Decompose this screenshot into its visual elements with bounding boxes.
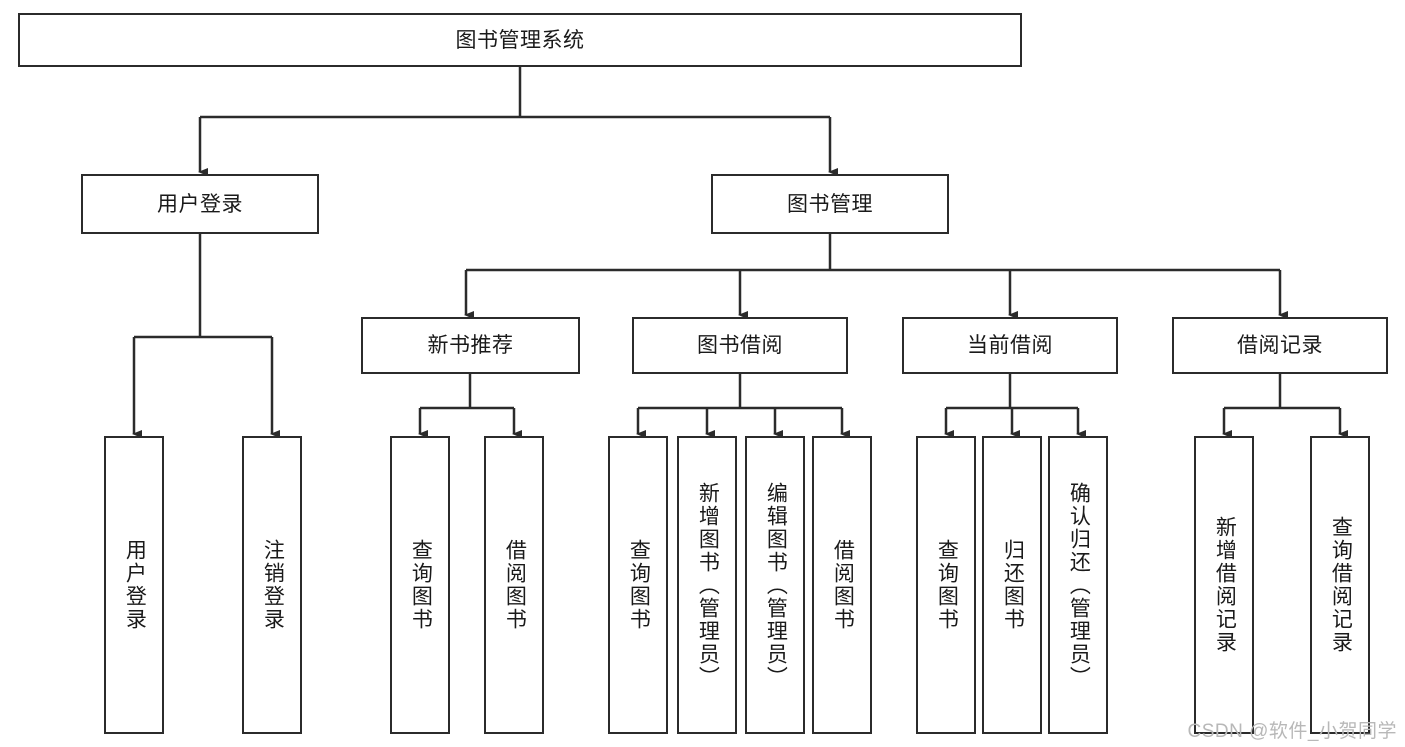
node-book-management[interactable]: 图书管理 bbox=[711, 174, 949, 234]
node-leaf-borrow-book[interactable]: 借阅图书 bbox=[812, 436, 872, 734]
node-leaf-query-borrow-record[interactable]: 查询借阅记录 bbox=[1310, 436, 1370, 734]
node-leaf-query-book-current[interactable]: 查询图书 bbox=[916, 436, 976, 734]
node-leaf-confirm-return[interactable]: 确认归还（管理员） bbox=[1048, 436, 1108, 734]
node-leaf-query-book-borrow-label: 查询图书 bbox=[627, 539, 651, 631]
node-leaf-borrow-book-rec[interactable]: 借阅图书 bbox=[484, 436, 544, 734]
node-root-label: 图书管理系统 bbox=[455, 28, 585, 52]
node-leaf-confirm-return-label: 确认归还（管理员） bbox=[1067, 481, 1091, 689]
node-book-borrow[interactable]: 图书借阅 bbox=[632, 317, 848, 374]
node-leaf-return-book-label: 归还图书 bbox=[1001, 539, 1025, 631]
node-leaf-user-login[interactable]: 用户登录 bbox=[104, 436, 164, 734]
node-leaf-query-book-rec-label: 查询图书 bbox=[409, 539, 433, 631]
node-book-management-label: 图书管理 bbox=[787, 192, 873, 216]
node-leaf-edit-book-admin[interactable]: 编辑图书（管理员） bbox=[745, 436, 805, 734]
node-leaf-query-book-borrow[interactable]: 查询图书 bbox=[608, 436, 668, 734]
node-leaf-add-book-admin-label: 新增图书（管理员） bbox=[696, 481, 720, 689]
node-leaf-edit-book-admin-label: 编辑图书（管理员） bbox=[764, 481, 788, 689]
node-borrow-record-label: 借阅记录 bbox=[1237, 334, 1323, 357]
node-leaf-query-book-current-label: 查询图书 bbox=[935, 539, 959, 631]
node-current-borrow[interactable]: 当前借阅 bbox=[902, 317, 1118, 374]
node-new-book-recommendation[interactable]: 新书推荐 bbox=[361, 317, 580, 374]
node-leaf-logout-login[interactable]: 注销登录 bbox=[242, 436, 302, 734]
node-leaf-query-borrow-record-label: 查询借阅记录 bbox=[1329, 516, 1353, 654]
node-user-login[interactable]: 用户登录 bbox=[81, 174, 319, 234]
node-root[interactable]: 图书管理系统 bbox=[18, 13, 1022, 67]
node-new-book-recommendation-label: 新书推荐 bbox=[427, 334, 514, 357]
node-borrow-record[interactable]: 借阅记录 bbox=[1172, 317, 1388, 374]
node-book-borrow-label: 图书借阅 bbox=[697, 334, 783, 357]
node-leaf-logout-login-label: 注销登录 bbox=[261, 539, 285, 631]
node-leaf-borrow-book-rec-label: 借阅图书 bbox=[503, 539, 527, 631]
node-leaf-add-borrow-record-label: 新增借阅记录 bbox=[1213, 516, 1237, 654]
node-leaf-add-borrow-record[interactable]: 新增借阅记录 bbox=[1194, 436, 1254, 734]
node-leaf-query-book-rec[interactable]: 查询图书 bbox=[390, 436, 450, 734]
node-leaf-user-login-label: 用户登录 bbox=[123, 539, 147, 631]
node-user-login-label: 用户登录 bbox=[157, 192, 243, 216]
node-current-borrow-label: 当前借阅 bbox=[967, 334, 1053, 357]
node-leaf-borrow-book-label: 借阅图书 bbox=[831, 539, 855, 631]
node-leaf-return-book[interactable]: 归还图书 bbox=[982, 436, 1042, 734]
node-leaf-add-book-admin[interactable]: 新增图书（管理员） bbox=[677, 436, 737, 734]
